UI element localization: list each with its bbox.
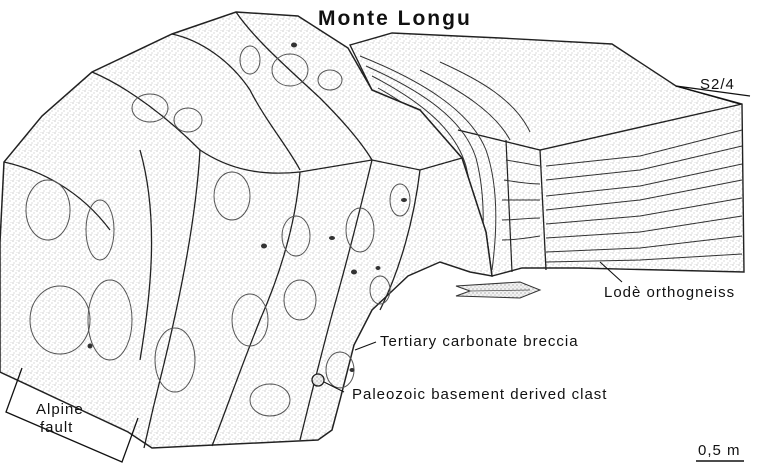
scale-bar-label: 0,5 m [698,443,741,458]
direction-arrow [456,282,540,298]
alpine-fault-label-line1: Alpine [36,402,84,417]
alpine-fault-label-line2: fault [40,420,73,435]
orthogneiss-label: Lodè orthogneiss [604,285,735,300]
breccia-leader [355,342,376,350]
breccia-label: Tertiary carbonate breccia [380,334,579,349]
clast-label: Paleozoic basement derived clast [352,387,607,402]
orientation-label: S2/4 [700,77,735,92]
basement-clast-marker [312,374,324,386]
diagram-title: Monte Longu [318,8,472,29]
